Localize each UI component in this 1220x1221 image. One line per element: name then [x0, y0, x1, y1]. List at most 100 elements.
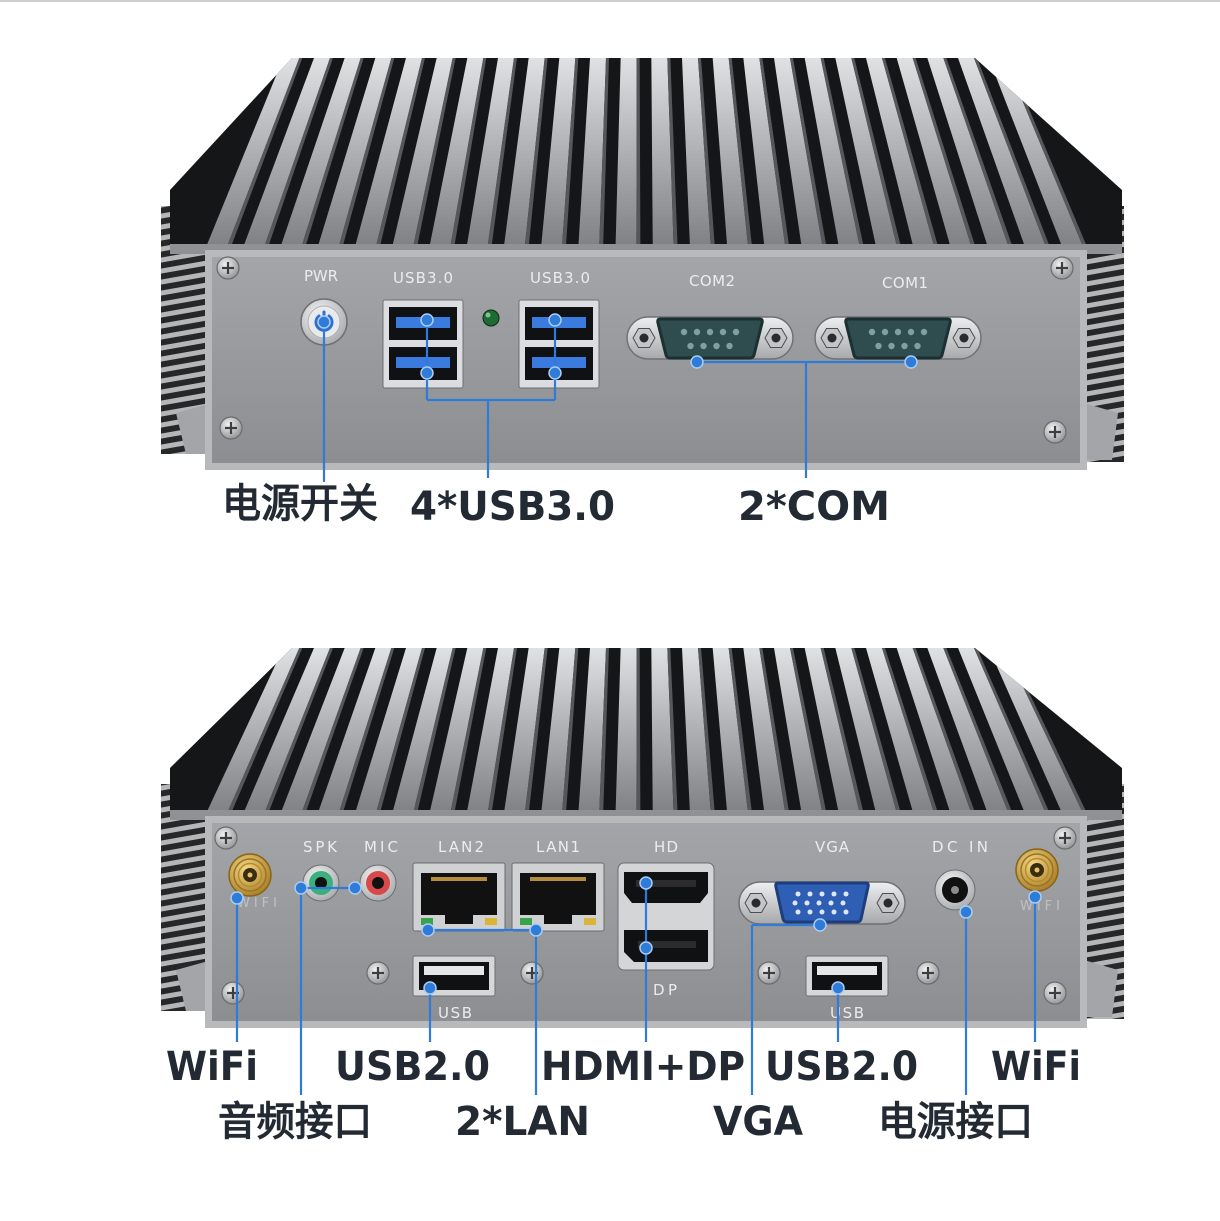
- dc-in-jack: [934, 869, 976, 911]
- bottom-callout-labels: WiFi USB2.0 HDMI+DP USB2.0 WiFi 音频接口 2*L…: [166, 1044, 1081, 1145]
- label-pwr: PWR: [304, 267, 338, 285]
- callout-dot: [1028, 890, 1042, 904]
- heatsink-fin: [391, 58, 453, 252]
- heatsink-fin: [835, 58, 899, 252]
- callout-label-lan: 2*LAN: [455, 1099, 590, 1145]
- heatsink-fin: [958, 58, 1048, 252]
- heatsink-fin: [428, 58, 484, 252]
- label-usb-left: USB: [438, 1004, 472, 1022]
- heatsink-fin: [804, 58, 861, 252]
- heatsink-fin: [927, 58, 1011, 252]
- heatsink-lip: [170, 810, 1122, 820]
- heatsink-fin: [774, 58, 824, 252]
- heatsink-fin: [651, 648, 674, 818]
- heatsink-fin-shadow: [790, 58, 828, 252]
- label-hd: HD: [654, 838, 678, 856]
- heatsink-fin: [428, 648, 484, 818]
- dc-jack-pin: [951, 886, 959, 894]
- heatsink-fin: [682, 648, 712, 818]
- heatsink-fin-shadow: [943, 58, 1015, 252]
- heatsink-fin: [353, 648, 422, 818]
- callout-dot: [959, 905, 973, 919]
- hdmi-tongue: [636, 880, 696, 887]
- heatsink-fin-shadow: [486, 648, 517, 818]
- heatsink-fin: [988, 58, 1086, 252]
- screw: [215, 255, 241, 281]
- callout-label-usb: 4*USB3.0: [410, 484, 615, 530]
- heatsink-fin-shadow: [820, 58, 865, 252]
- rj45-led-green: [421, 918, 433, 925]
- heatsink-fin: [503, 648, 545, 818]
- heatsink-fin-shadow: [759, 58, 790, 252]
- label-com2: COM2: [689, 272, 735, 290]
- screw: [1052, 825, 1078, 851]
- heatsink-fin: [712, 58, 749, 252]
- heatsink-fin-shadow: [449, 648, 487, 818]
- heatsink-fin-shadow: [374, 58, 425, 252]
- heatsink-fin-shadow: [524, 58, 548, 252]
- callout-dot: [639, 876, 653, 890]
- screw: [365, 960, 391, 986]
- heatsink-fin-shadow: [225, 58, 303, 252]
- label-wifi-left: WIFI: [237, 896, 277, 911]
- callout-dot: [904, 355, 918, 369]
- callout-dot: [294, 881, 308, 895]
- lan1-port: [511, 862, 605, 932]
- rj45-latch: [544, 912, 572, 924]
- heatsink-fin: [465, 58, 514, 252]
- callout-label-vga: VGA: [713, 1099, 803, 1145]
- heatsink-fin: [204, 648, 300, 818]
- heatsink-fin-shadow: [449, 58, 487, 252]
- heatsink-fin: [316, 648, 392, 818]
- bottom-callout-lines: [235, 883, 1037, 1095]
- usb3-tongue: [532, 357, 586, 368]
- heatsink-fin: [896, 648, 973, 818]
- callout-dot: [421, 923, 435, 937]
- heatsink-fin-shadow: [599, 58, 609, 252]
- bottom-callout-dots: [230, 876, 1042, 995]
- heatsink-fin-shadow: [912, 648, 977, 818]
- top-front-panel: [205, 250, 1087, 470]
- screw: [213, 825, 239, 851]
- callout-dot: [230, 891, 244, 905]
- heatsink-fin: [682, 58, 712, 252]
- usb2-tongue: [817, 966, 877, 975]
- heatsink-fin-shadow: [636, 648, 641, 818]
- top-callout-lines: [322, 320, 911, 482]
- callout-label-power-switch: 电源开关: [222, 481, 378, 527]
- rj45-contacts: [530, 877, 586, 881]
- jack-hole: [372, 877, 384, 889]
- heatsink-fin-shadow: [374, 648, 425, 818]
- callout-dot: [639, 941, 653, 955]
- heatsink-fin-shadow: [698, 648, 716, 818]
- heatsink-fin-shadow: [262, 58, 333, 252]
- usb2-tongue: [424, 966, 484, 975]
- heatsink-fin-shadow: [912, 58, 977, 252]
- label-usb3-right: USB3.0: [530, 269, 590, 287]
- heatsink-fin-shadow: [851, 58, 903, 252]
- heatsink-fin: [204, 58, 300, 252]
- hdmi-opening: [624, 872, 708, 903]
- heatsink-fin: [651, 58, 674, 252]
- heatsink-fin: [615, 58, 637, 252]
- usb3-tongue: [396, 357, 450, 368]
- callout-label-hdmi-dp: HDMI+DP: [541, 1044, 745, 1090]
- top-callout-dots: [317, 313, 918, 380]
- heatsink-fin: [712, 648, 749, 818]
- heatsink-fin: [804, 648, 861, 818]
- screw: [756, 960, 782, 986]
- heatsink-fin: [866, 648, 936, 818]
- heatsink-fin-shadow: [974, 648, 1052, 818]
- label-vga: VGA: [815, 838, 850, 856]
- heatsink-fin: [503, 58, 545, 252]
- label-mic: MIC: [364, 838, 398, 856]
- screw: [519, 960, 545, 986]
- callout-label-wifi-left: WiFi: [166, 1044, 258, 1090]
- heatsink-fin-shadow: [262, 648, 333, 818]
- vga-port: [737, 880, 907, 926]
- heatsink-fin: [774, 648, 824, 818]
- heatsink-fin-shadow: [759, 648, 790, 818]
- heatsink-fin: [615, 648, 637, 818]
- led-highlight: [485, 312, 491, 318]
